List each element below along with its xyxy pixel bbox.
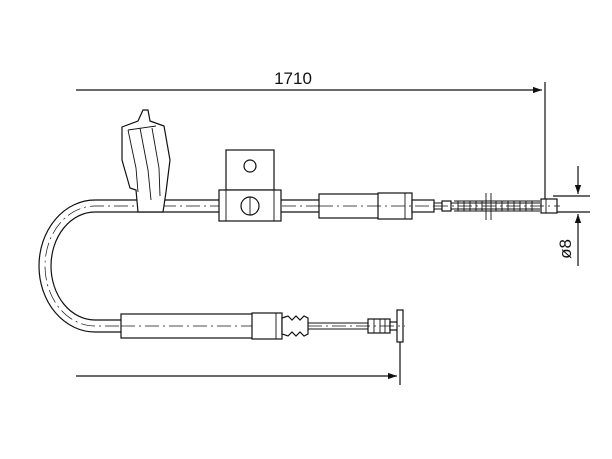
lower-hex-nut	[281, 315, 309, 337]
bracket-plate	[225, 149, 275, 191]
bracket-hole	[243, 159, 257, 173]
sheath-clip	[121, 109, 171, 213]
clip-top-edge	[127, 125, 157, 131]
diameter-label: ø8	[556, 239, 575, 259]
upper-inner-wire	[434, 193, 560, 220]
sheath-centerline	[44, 205, 320, 327]
clip-rib-middle	[139, 127, 152, 201]
sheath-inner-edge	[50, 211, 320, 321]
cable-sheath	[38, 199, 320, 333]
length-dimension: 1710	[76, 69, 546, 200]
bracket-clamp	[218, 189, 282, 222]
sheath-outer-edge	[38, 199, 320, 333]
clip-rib-left	[127, 129, 139, 193]
upper-ferrule	[318, 192, 435, 220]
diameter-dimension: ø8	[553, 166, 590, 266]
lower-end-fitting	[120, 309, 405, 343]
lower-ferrule-collar	[251, 312, 283, 340]
mounting-bracket	[218, 149, 282, 222]
clip-rib-right	[151, 127, 161, 197]
length-label: 1710	[274, 69, 312, 88]
